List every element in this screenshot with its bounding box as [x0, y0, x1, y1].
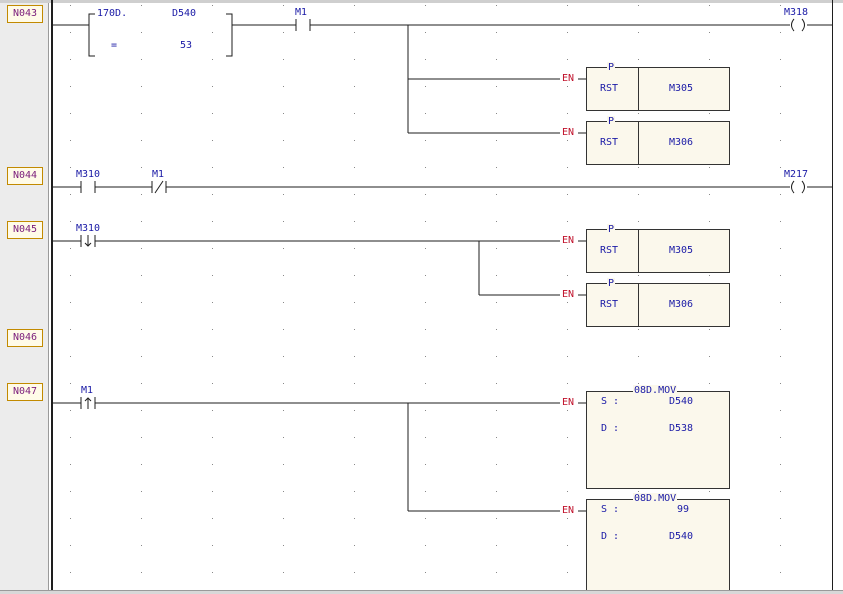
mov-title: 08D.MOV: [633, 493, 678, 504]
rst-box-m305[interactable]: [586, 67, 730, 111]
rst-op: RST: [600, 299, 619, 310]
rst-op: RST: [600, 83, 619, 94]
horizontal-scrollbar[interactable]: [0, 590, 843, 594]
mov-s-label: S :: [601, 396, 620, 407]
rst-op: RST: [600, 245, 619, 256]
rung-label-n046[interactable]: N046: [7, 329, 43, 347]
rung-number-gutter: [0, 0, 49, 594]
pulse-flag: P: [607, 224, 616, 235]
contact-label-m1-rising[interactable]: M1: [81, 385, 94, 396]
contact-label-m310[interactable]: M310: [76, 169, 101, 180]
compare-value[interactable]: 53: [180, 40, 193, 51]
rst-operand[interactable]: M306: [669, 137, 694, 148]
left-power-rail: [51, 0, 53, 594]
en-label: EN: [562, 235, 575, 246]
pulse-flag: P: [607, 62, 616, 73]
mov-box-2[interactable]: [586, 499, 730, 594]
mov-s-value[interactable]: D540: [669, 396, 694, 407]
compare-eq[interactable]: =: [111, 40, 118, 51]
mov-box-1[interactable]: [586, 391, 730, 489]
rst-box-m306[interactable]: [586, 283, 730, 327]
en-label: EN: [562, 127, 575, 138]
mov-s-label: S :: [601, 504, 620, 515]
rst-box-m305[interactable]: [586, 229, 730, 273]
mov-d-value[interactable]: D540: [669, 531, 694, 542]
top-edge: [0, 0, 843, 3]
contact-label-m310-falling[interactable]: M310: [76, 223, 101, 234]
pulse-flag: P: [607, 116, 616, 127]
compare-op[interactable]: 170D.: [97, 8, 128, 19]
en-label: EN: [562, 397, 575, 408]
rung-label-n045[interactable]: N045: [7, 221, 43, 239]
mov-d-value[interactable]: D538: [669, 423, 694, 434]
rst-box-m306[interactable]: [586, 121, 730, 165]
mov-d-label: D :: [601, 531, 620, 542]
mov-title: 08D.MOV: [633, 385, 678, 396]
mov-d-label: D :: [601, 423, 620, 434]
rung-label-n047[interactable]: N047: [7, 383, 43, 401]
mov-s-value[interactable]: 99: [677, 504, 690, 515]
contact-label-m1-nc[interactable]: M1: [152, 169, 165, 180]
compare-source[interactable]: D540: [172, 8, 197, 19]
rst-op: RST: [600, 137, 619, 148]
right-power-rail: [832, 0, 833, 594]
en-label: EN: [562, 505, 575, 516]
rst-operand[interactable]: M305: [669, 245, 694, 256]
contact-label-m1[interactable]: M1: [295, 7, 308, 18]
en-label: EN: [562, 73, 575, 84]
coil-label-m318[interactable]: M318: [784, 7, 809, 18]
coil-label-m217[interactable]: M217: [784, 169, 809, 180]
en-label: EN: [562, 289, 575, 300]
rung-label-n044[interactable]: N044: [7, 167, 43, 185]
rung-label-n043[interactable]: N043: [7, 5, 43, 23]
pulse-flag: P: [607, 278, 616, 289]
rst-operand[interactable]: M305: [669, 83, 694, 94]
rst-operand[interactable]: M306: [669, 299, 694, 310]
